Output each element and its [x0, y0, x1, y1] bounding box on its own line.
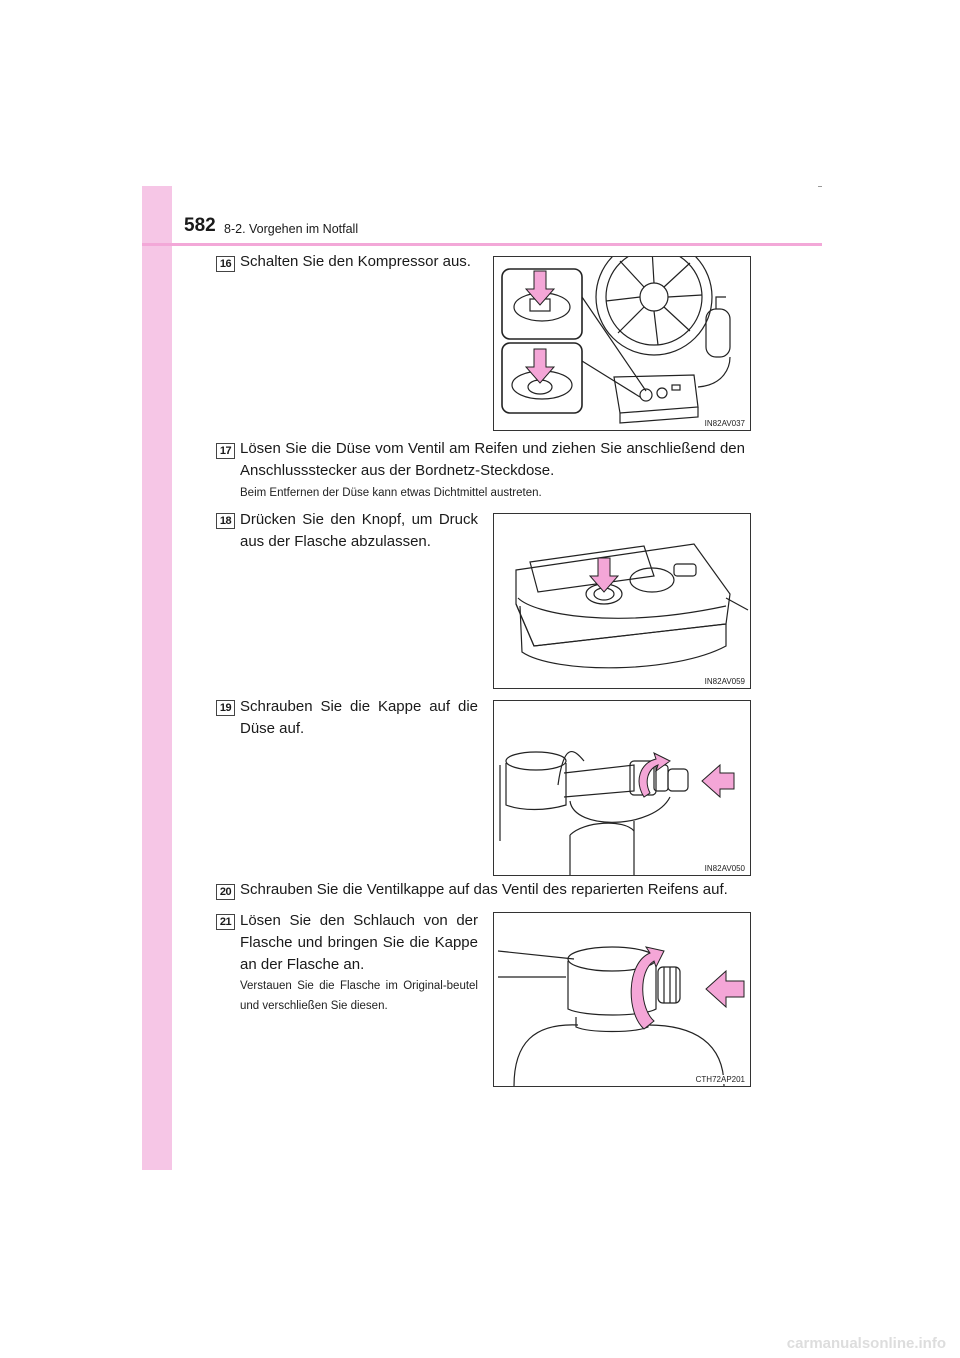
step-text: Lösen Sie die Düse vom Ventil am Reifen …: [240, 440, 745, 479]
crop-mark: [818, 186, 822, 187]
twist-arrow-icon: [630, 946, 665, 1030]
step-text: Schalten Sie den Kompressor aus.: [240, 253, 471, 270]
step-number: 21: [216, 914, 235, 930]
step-number: 19: [216, 700, 235, 716]
push-arrow-icon: [705, 969, 745, 1009]
press-arrow-icon: [524, 348, 556, 384]
chapter-sidebar: [142, 186, 172, 1170]
figure-bottle-cap: CTH72AP201: [493, 912, 751, 1087]
step-note: Verstauen Sie die Flasche im Original-be…: [240, 980, 478, 1012]
figure-pressure-release-button: IN82AV059: [493, 513, 751, 689]
figure-code: IN82AV037: [703, 419, 746, 428]
page-number: 582: [184, 215, 216, 236]
bottle-cap-illustration: [497, 946, 745, 1086]
figure-code: IN82AV050: [703, 864, 746, 873]
step-text: Schrauben Sie die Kappe auf die Düse auf…: [240, 698, 478, 737]
twist-arrow-icon: [638, 752, 671, 798]
step-number: 18: [216, 513, 235, 529]
nozzle-cap-illustration: [499, 750, 735, 875]
step-number: 17: [216, 443, 235, 459]
step-text: Drücken Sie den Knopf, um Druck aus der …: [240, 511, 478, 550]
step-text: Lösen Sie den Schlauch von der Flasche u…: [240, 912, 478, 973]
figure-nozzle-cap: IN82AV050: [493, 700, 751, 876]
step-note: Beim Entfernen der Düse kann etwas Dicht…: [240, 487, 542, 499]
step-text: Schrauben Sie die Ventilkappe auf das Ve…: [240, 881, 728, 898]
compressor-switch-illustration: [501, 257, 731, 424]
figure-compressor-switch: IN82AV037: [493, 256, 751, 431]
header-rule: [142, 243, 822, 246]
push-arrow-icon: [701, 763, 735, 799]
section-title: 8-2. Vorgehen im Notfall: [224, 222, 359, 236]
step-number: 20: [216, 884, 235, 900]
figure-code: IN82AV059: [703, 677, 746, 686]
figure-code: CTH72AP201: [694, 1075, 746, 1084]
pressure-release-illustration: [515, 543, 749, 669]
watermark: carmanualsonline.info: [786, 1335, 946, 1352]
press-arrow-icon: [524, 270, 556, 306]
step-number: 16: [216, 256, 235, 272]
press-arrow-icon: [588, 557, 620, 593]
